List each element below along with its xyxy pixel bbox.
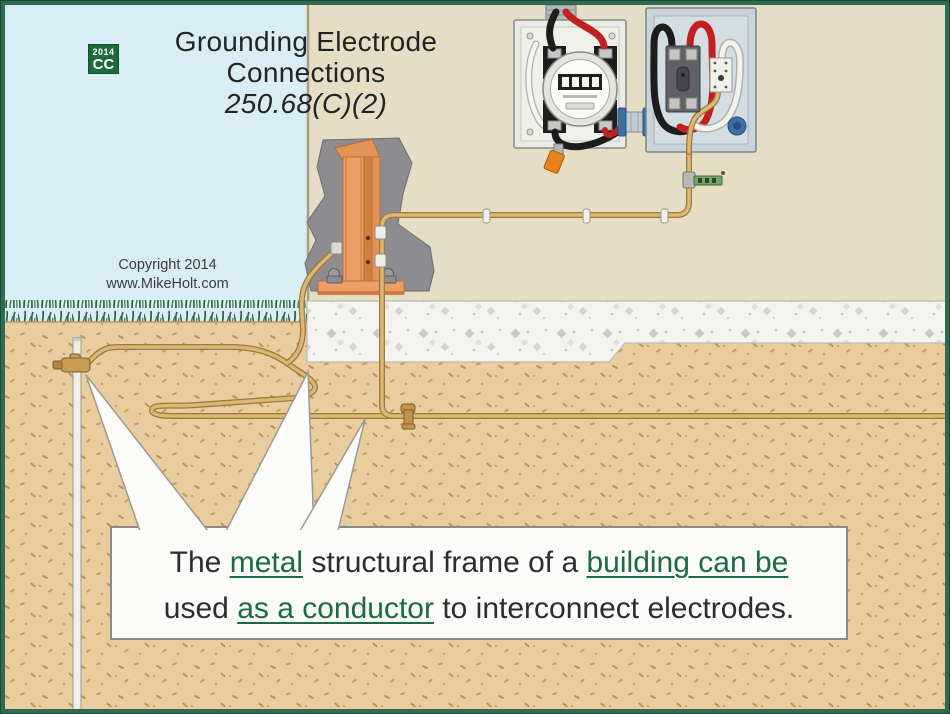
copyright: Copyright 2014 www.MikeHolt.com [70,256,265,294]
sky [4,4,307,324]
callout-segment: to interconnect electrodes. [433,592,795,625]
callout-link-conductor: as a conductor [237,592,434,625]
callout-box-interior [114,530,844,636]
column-bonding-jumper [285,245,340,366]
badge-cc: CC [92,56,115,73]
callout-segment: used [163,592,238,625]
cable-staple [482,208,669,224]
intersystem-bonding-device [682,171,725,189]
breaker [665,45,701,113]
grounding-wire [687,90,720,154]
code-reference: 250.68(C)(2) [224,88,388,119]
callout-segment: The [169,546,230,579]
page-title: Grounding Electrode Connections 250.68(C… [120,26,492,119]
disconnect-panel [645,7,757,155]
copyright-line-2: www.MikeHolt.com [106,276,229,292]
callout-line-1: The metal structural frame of a building… [121,540,837,586]
copyright-line-1: Copyright 2014 [118,257,217,273]
callout-line-2: used as a conductor to interconnect elec… [121,586,837,632]
black-wire [546,8,560,52]
black-wire [650,23,694,136]
callout-link-metal: metal [229,546,304,579]
red-wire [562,8,608,50]
column-wire-clamp [330,225,387,268]
cc-badge: 2014 CC [88,44,119,74]
white-wire [693,40,743,132]
title-line-2: Connections [226,57,386,88]
meter-panel [513,4,628,174]
electric-meter [542,51,618,127]
tap-clamp [400,403,416,430]
orange-fitting [543,149,565,174]
callout-text: The metal structural frame of a building… [111,527,847,639]
grass [4,300,307,322]
title-line-1: Grounding Electrode [174,26,438,57]
badge-year: 2014 [92,47,115,57]
neutral-bar [709,57,733,93]
grounding-electrode-conductor [379,150,692,419]
anchor-bolt [326,268,343,284]
ground-rod-clamp [52,353,91,373]
ground-rod [72,337,82,711]
underground-grounding-conductor [82,344,946,419]
callout-segment: structural frame of a [303,546,587,579]
callout-link-building: building can be [586,546,789,579]
